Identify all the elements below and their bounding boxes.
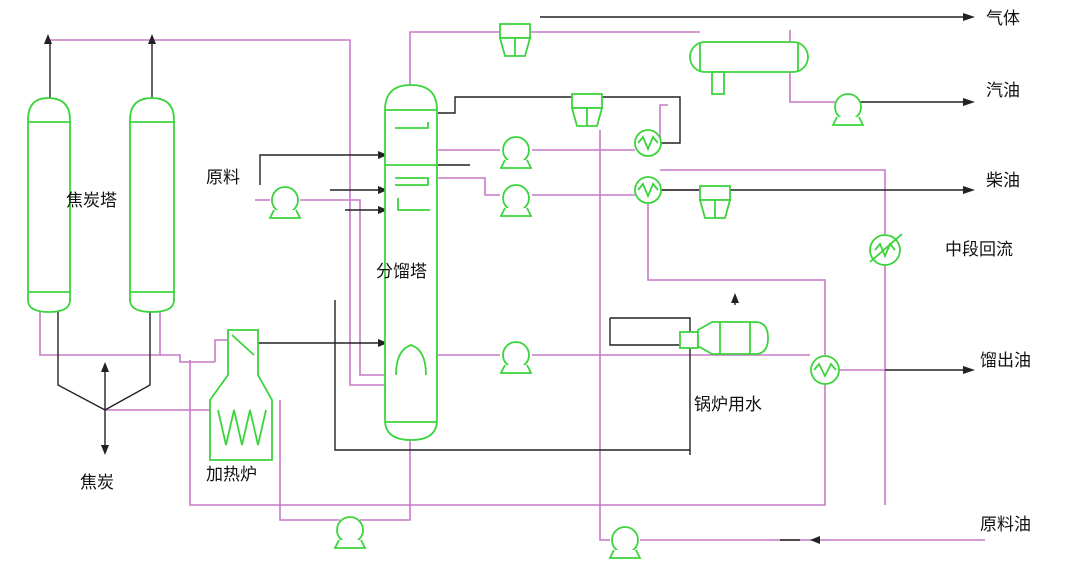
mid-reflux-label: 中段回流 [945, 240, 1013, 260]
overhead-condenser [689, 41, 809, 95]
arrowheads [44, 13, 975, 544]
fractionator-label: 分馏塔 [376, 262, 427, 282]
heating-furnace-label: 加热炉 [206, 465, 257, 485]
coke-tower-label: 焦炭塔 [66, 191, 117, 211]
heat-exchanger-3 [810, 355, 840, 385]
process-pipes [39, 30, 985, 541]
coke-label: 焦炭 [80, 473, 114, 493]
feed-oil-label: 原料油 [980, 515, 1031, 535]
pump-distillate [499, 341, 533, 374]
pump-feed-oil [608, 526, 642, 559]
coke-tower-right [129, 97, 175, 313]
coke-tower-left [27, 97, 71, 313]
boiler-water-label: 锅炉用水 [694, 395, 762, 415]
gasoline-label: 汽油 [986, 81, 1020, 101]
stream-lines [49, 16, 965, 541]
pump-side-2 [499, 184, 533, 217]
heating-furnace [209, 329, 273, 461]
mid-reflux-cooler [869, 233, 903, 266]
heat-exchanger-1 [634, 129, 662, 157]
pump-side-1 [499, 136, 533, 169]
air-cooler-1 [498, 23, 532, 57]
fractionator-tower [384, 84, 438, 441]
distillate-oil-label: 馏出油 [980, 351, 1031, 371]
pump-feed [268, 186, 302, 219]
diesel-label: 柴油 [986, 171, 1020, 191]
heat-exchanger-2 [634, 176, 662, 204]
waste-heat-boiler [679, 321, 769, 355]
pump-furnace [333, 516, 367, 549]
air-cooler-2 [570, 93, 604, 127]
air-cooler-3 [698, 185, 732, 219]
feed-label: 原料 [206, 168, 240, 188]
pump-gasoline [831, 93, 865, 126]
gas-label: 气体 [986, 9, 1020, 29]
